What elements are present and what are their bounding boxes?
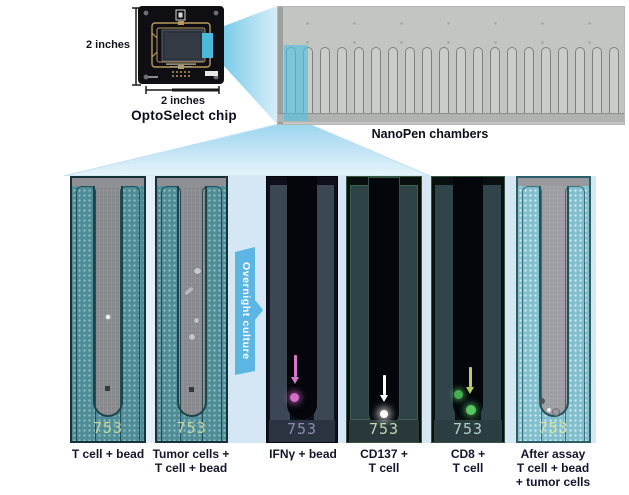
bead-dot (547, 408, 551, 412)
nanopen-pen-slot (524, 47, 534, 117)
nanopen-pen-slot (490, 47, 500, 117)
nanopen-pen-array (286, 47, 619, 119)
panel-caption: Tumor cells + T cell + bead (152, 447, 230, 476)
panel-cd137-tcell: 753 (346, 176, 422, 443)
chip-caption: OptoSelect chip (131, 108, 237, 123)
nanopen-pen-slot (320, 47, 330, 117)
chip-window-highlight (202, 33, 213, 58)
nanopen-pen-slot (371, 47, 381, 117)
cell-blob (539, 398, 545, 404)
chamber-number: 753 (368, 420, 400, 438)
nanopen-chambers-photo (277, 6, 625, 125)
chip-width-label: 2 inches (160, 95, 206, 107)
nanopen-pen-slot (422, 47, 432, 117)
panel-tcell-bead: 753 (70, 176, 146, 443)
pen-wall (435, 185, 455, 420)
pen-wall (202, 186, 222, 441)
channel-top-band (518, 178, 589, 186)
nanopen-pen-slot (575, 47, 585, 117)
panel-footer (434, 420, 502, 442)
nanopen-pen-slot (592, 47, 602, 117)
nanopen-pen-slot (354, 47, 364, 117)
cell-blob (552, 408, 560, 416)
panel-footer (349, 420, 419, 442)
pen-wall (76, 186, 96, 441)
panel-caption: IFNγ + bead (269, 447, 337, 461)
cd8-signal-dot (466, 405, 476, 415)
nanopen-pen-slot (388, 47, 398, 117)
debris-specks (278, 7, 624, 47)
panel-caption: T cell + bead (71, 447, 145, 461)
cd137-signal-dot (380, 410, 388, 418)
pen-wall (522, 186, 542, 441)
pen-channel (453, 177, 483, 419)
optoselect-chip-photo (138, 6, 224, 84)
panel-ifng-bead: 753 (266, 176, 338, 443)
nanopen-caption: NanoPen chambers (371, 127, 489, 141)
chamber-number: 753 (286, 420, 318, 438)
nanopen-pen-slot (609, 47, 619, 117)
pen-wall (161, 186, 181, 441)
cell-blob (193, 267, 202, 275)
nanopen-pen-slot (541, 47, 551, 117)
down-arrow-icon (469, 367, 472, 387)
bead-dot (106, 315, 110, 319)
overnight-culture-banner: Overnight culture (233, 246, 265, 376)
pen-wall (565, 186, 585, 441)
panel-tumor-tcell-bead: 753 (155, 176, 228, 443)
chamber-number: 753 (92, 419, 124, 437)
dark-marker (189, 387, 194, 392)
dark-marker (105, 386, 110, 391)
banner-label: Overnight culture (240, 262, 252, 360)
pen-channel (176, 178, 207, 417)
pen-channel (538, 178, 569, 417)
panel-after-assay: 753 (516, 176, 591, 443)
nanopen-pen-slot (456, 47, 466, 117)
cell-blob (188, 333, 196, 341)
beam-chip-to-chambers (224, 6, 277, 124)
channel-top-band (72, 178, 144, 186)
pen-wall (270, 185, 290, 420)
chamber-number: 753 (452, 420, 484, 438)
chamber-number: 753 (538, 419, 569, 437)
nanopen-pen-slot (337, 47, 347, 117)
channel-top-band (157, 178, 226, 186)
chamber-number: 753 (176, 419, 207, 437)
down-arrow-icon (383, 375, 386, 395)
panel-footer (269, 420, 335, 442)
nanopen-pen-slot (473, 47, 483, 117)
pen-wall (481, 185, 501, 420)
pen-wall (314, 185, 334, 420)
nanopen-pen-slot (439, 47, 449, 117)
nanopen-pen-slot (558, 47, 568, 117)
channel-left-edge (278, 7, 283, 124)
banner-ribbon (235, 247, 263, 375)
nanopen-pen-slot (507, 47, 517, 117)
panel-cd8-tcell: 753 (431, 176, 505, 443)
panel-caption: After assay T cell + bead + tumor cells (515, 447, 591, 490)
ifng-signal-dot (290, 393, 299, 402)
nanopen-pen-slot (405, 47, 415, 117)
panel-caption: CD8 + T cell (450, 447, 486, 476)
selected-pen-highlight (284, 45, 308, 121)
pen-wall (120, 186, 140, 441)
cd8-signal-dot (454, 390, 463, 399)
down-arrow-icon (294, 355, 297, 377)
pen-channel (93, 178, 123, 417)
main-channel-strip (278, 113, 624, 122)
chip-height-label: 2 inches (86, 39, 131, 51)
cell-blob (193, 317, 200, 324)
panel-caption: CD137 + T cell (360, 447, 408, 476)
